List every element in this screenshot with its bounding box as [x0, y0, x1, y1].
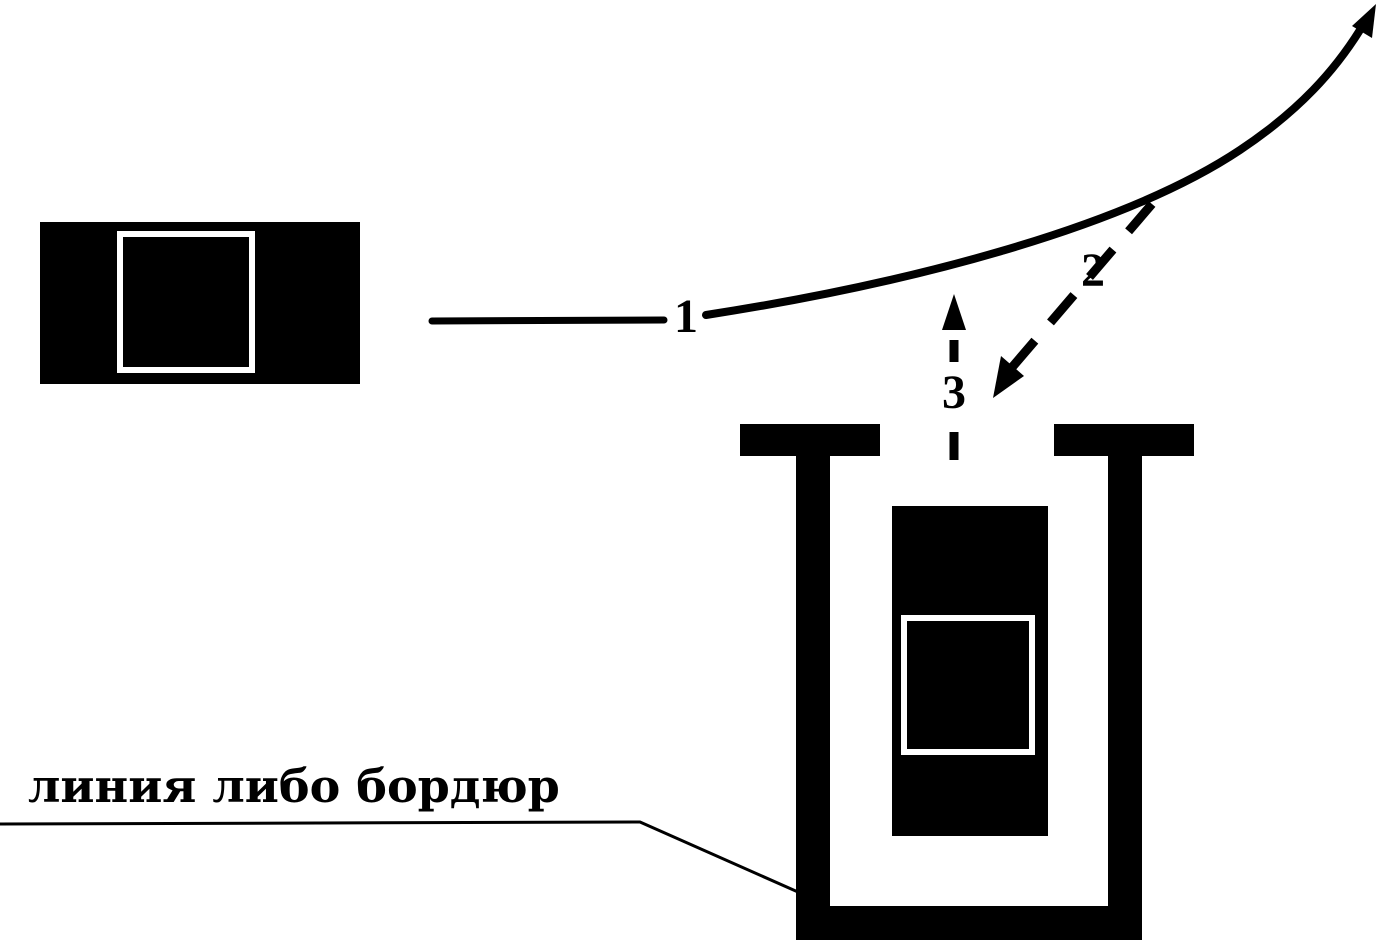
path-1-arrowhead: [1352, 4, 1376, 38]
path-2-arrowhead: [993, 356, 1024, 398]
curb-caption: линия либо бордюр: [28, 759, 560, 813]
parked-car-cabin: [901, 615, 1035, 755]
car-on-road: [40, 222, 360, 384]
path-2-label: 2: [1081, 244, 1105, 297]
caption-leader-line: [0, 820, 799, 894]
path-3-label: 3: [942, 366, 966, 419]
bay-bottom-wall: [796, 906, 1142, 940]
car-cabin: [117, 231, 255, 373]
bay-right-wall: [1108, 424, 1142, 940]
parked-car: [892, 506, 1048, 836]
path-1-arc: [702, 26, 1364, 319]
path-1-label: 1: [674, 290, 698, 343]
path-1-left-segment: [428, 316, 668, 325]
bay-left-wall: [796, 424, 830, 940]
path-3-arrowhead: [942, 294, 966, 330]
path-3-label-gap: [936, 362, 972, 416]
path-2-dashed-line: [1004, 201, 1156, 375]
parking-bay: [740, 424, 1194, 940]
